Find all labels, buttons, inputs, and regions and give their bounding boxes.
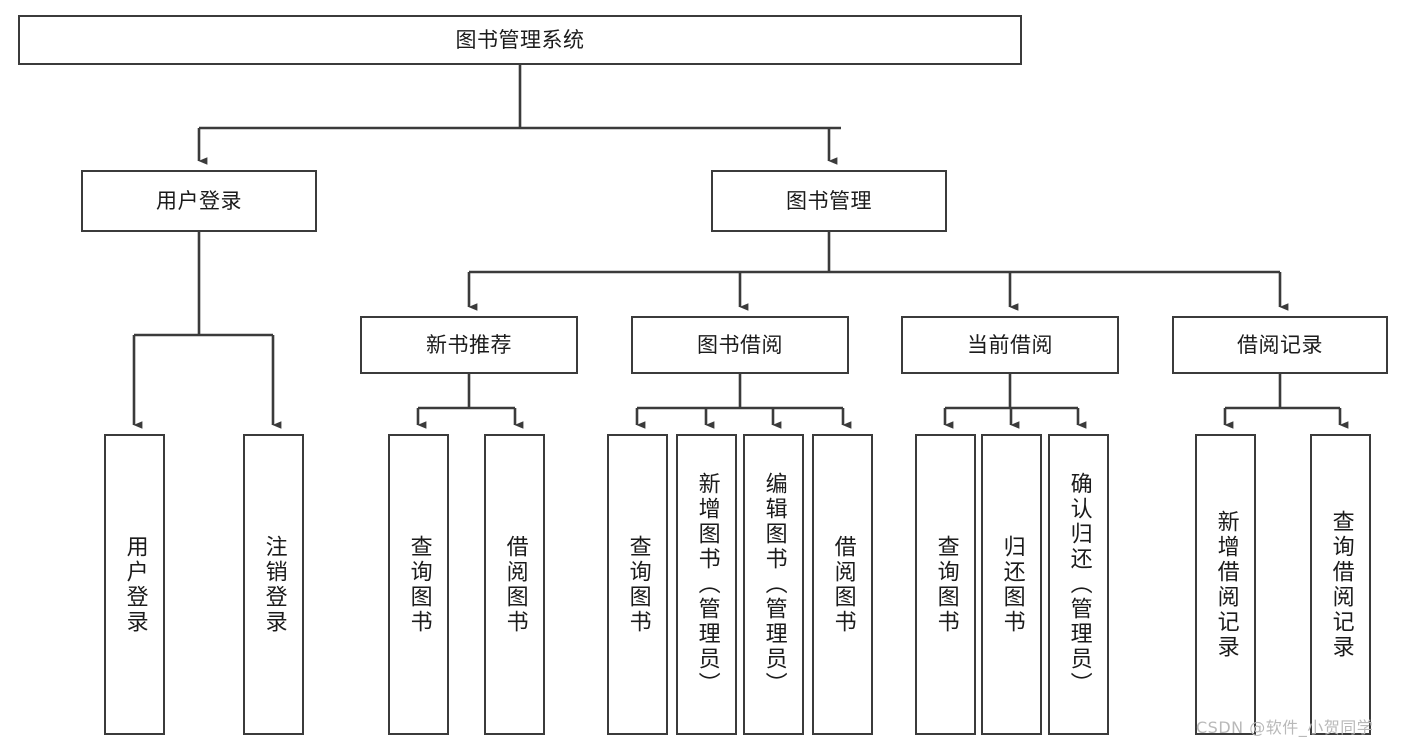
node-user-login[interactable]: 用户登录 xyxy=(81,170,317,232)
edge-group-book-manage xyxy=(467,232,1289,311)
node-leaf-query-record-label: 查询借阅记录 xyxy=(1328,509,1354,660)
node-book-manage[interactable]: 图书管理 xyxy=(711,170,947,232)
node-leaf-query-book-2-label: 查询图书 xyxy=(625,534,651,635)
node-leaf-confirm-return-label: 确认归还（管理员） xyxy=(1066,472,1092,697)
node-leaf-edit-book[interactable]: 编辑图书（管理员） xyxy=(743,434,804,735)
watermark-text: CSDN @软件_小贺同学 xyxy=(1196,718,1374,737)
node-book-borrow[interactable]: 图书借阅 xyxy=(631,316,849,374)
node-leaf-user-logout-label: 注销登录 xyxy=(261,534,287,635)
node-leaf-return-book-label: 归还图书 xyxy=(999,534,1025,635)
node-new-book-recommend[interactable]: 新书推荐 xyxy=(360,316,578,374)
node-leaf-borrow-book-2[interactable]: 借阅图书 xyxy=(812,434,873,735)
edge-group-book-borrow xyxy=(635,374,852,429)
node-leaf-add-book[interactable]: 新增图书（管理员） xyxy=(676,434,737,735)
node-current-borrow[interactable]: 当前借阅 xyxy=(901,316,1119,374)
edge-group-current-borrow xyxy=(943,374,1087,429)
edge-group-user-login xyxy=(132,232,282,429)
node-leaf-edit-book-label: 编辑图书（管理员） xyxy=(761,472,787,697)
node-leaf-query-book-3[interactable]: 查询图书 xyxy=(915,434,976,735)
node-book-borrow-label: 图书借阅 xyxy=(697,332,783,357)
edge-group-borrow-record xyxy=(1223,374,1349,429)
node-borrow-record[interactable]: 借阅记录 xyxy=(1172,316,1388,374)
node-leaf-user-login-label: 用户登录 xyxy=(122,534,148,635)
node-leaf-borrow-book-1-label: 借阅图书 xyxy=(502,534,528,635)
node-borrow-record-label: 借阅记录 xyxy=(1237,332,1323,357)
node-leaf-add-record[interactable]: 新增借阅记录 xyxy=(1195,434,1256,735)
node-leaf-add-record-label: 新增借阅记录 xyxy=(1213,509,1239,660)
node-new-book-recommend-label: 新书推荐 xyxy=(426,332,512,357)
node-leaf-borrow-book-2-label: 借阅图书 xyxy=(830,534,856,635)
node-leaf-return-book[interactable]: 归还图书 xyxy=(981,434,1042,735)
node-book-manage-label: 图书管理 xyxy=(786,188,872,213)
node-leaf-query-book-3-label: 查询图书 xyxy=(933,534,959,635)
edge-group-new-book-recommend xyxy=(416,374,524,429)
node-user-login-label: 用户登录 xyxy=(156,188,242,213)
node-leaf-query-book-1-label: 查询图书 xyxy=(406,534,432,635)
node-leaf-borrow-book-1[interactable]: 借阅图书 xyxy=(484,434,545,735)
edge-group-root xyxy=(197,65,841,165)
node-leaf-query-book-1[interactable]: 查询图书 xyxy=(388,434,449,735)
node-leaf-confirm-return[interactable]: 确认归还（管理员） xyxy=(1048,434,1109,735)
node-current-borrow-label: 当前借阅 xyxy=(967,332,1053,357)
node-leaf-user-login[interactable]: 用户登录 xyxy=(104,434,165,735)
node-root-label: 图书管理系统 xyxy=(455,27,585,52)
node-leaf-query-book-2[interactable]: 查询图书 xyxy=(607,434,668,735)
node-leaf-add-book-label: 新增图书（管理员） xyxy=(694,472,720,697)
node-leaf-query-record[interactable]: 查询借阅记录 xyxy=(1310,434,1371,735)
node-root[interactable]: 图书管理系统 xyxy=(18,15,1022,65)
node-leaf-user-logout[interactable]: 注销登录 xyxy=(243,434,304,735)
